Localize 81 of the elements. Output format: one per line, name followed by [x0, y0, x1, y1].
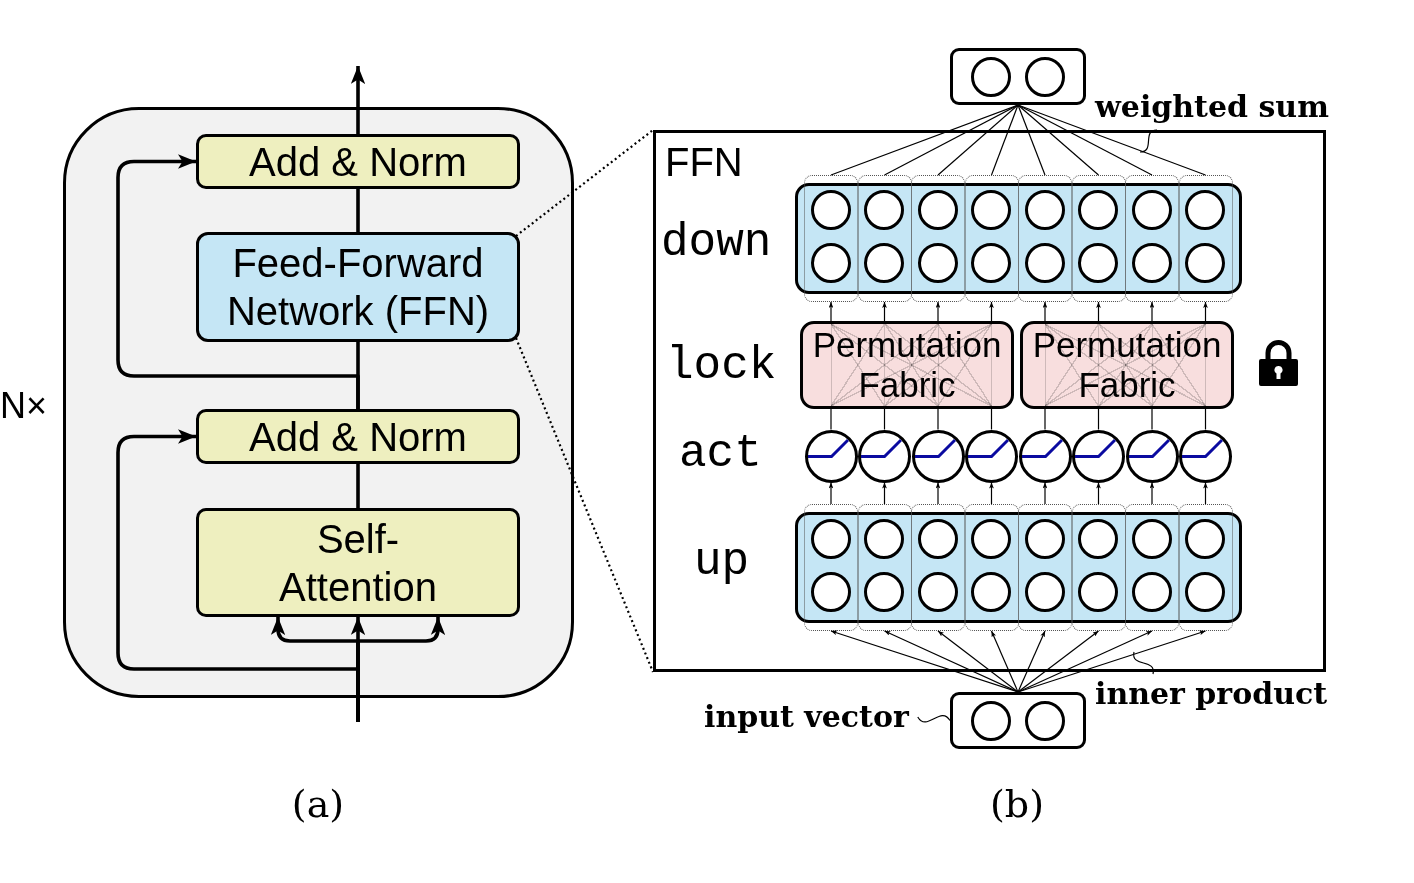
connector-line — [830, 408, 832, 431]
connector-line — [1017, 104, 1153, 176]
block-label: Add & Norm — [249, 413, 467, 461]
layer-name-label: down — [661, 216, 772, 270]
arrow — [882, 481, 887, 505]
arrow — [937, 630, 1019, 693]
sublayer-block — [196, 508, 520, 617]
activation-circle — [1179, 429, 1232, 483]
connector-line — [1017, 104, 1046, 176]
layer-name-label: lock — [666, 339, 777, 393]
connector-line — [937, 408, 939, 431]
arrow — [350, 66, 366, 134]
annotation-text: input vector — [704, 696, 909, 738]
vector-box — [950, 692, 1086, 749]
arrow — [1042, 481, 1048, 505]
arrow — [1017, 630, 1207, 693]
arrow — [1017, 630, 1153, 693]
arrow — [989, 301, 994, 322]
connector-line — [356, 189, 360, 232]
zoom-guide-line — [515, 129, 654, 237]
sublayer-block — [196, 134, 520, 189]
annotation-text: inner product — [1095, 673, 1328, 715]
connector-line — [1017, 104, 1207, 176]
arrow — [1017, 630, 1100, 693]
zoom-guide-line — [515, 337, 654, 673]
activation-circle — [1072, 429, 1125, 483]
connector-line — [990, 408, 993, 431]
arrow — [882, 301, 887, 322]
sublayer-block — [196, 409, 520, 464]
arrow — [1096, 481, 1101, 505]
subfigure-caption: (b) — [989, 781, 1045, 828]
connector-line — [883, 408, 886, 431]
repeat-count-label: N× — [0, 384, 48, 428]
annotation-text: weighted sum — [1095, 86, 1329, 128]
arrow — [935, 301, 941, 322]
connector-line — [990, 104, 1019, 176]
arrow — [1042, 301, 1048, 322]
leader-line — [1139, 129, 1158, 153]
connector-line — [937, 104, 1019, 176]
connector-line — [1204, 408, 1207, 431]
layer-name-label: up — [694, 535, 750, 589]
block-label: Feed-Forward Network (FFN) — [225, 240, 491, 335]
arrow — [1017, 630, 1046, 693]
connector-line — [830, 104, 1019, 176]
permutation-fabric-block — [1020, 321, 1234, 409]
fabric-label: Permutation Fabric — [1031, 325, 1223, 405]
arrow — [935, 481, 941, 505]
activation-circle — [911, 429, 965, 483]
activation-circle — [965, 429, 1018, 483]
activation-circle — [858, 429, 911, 483]
ffn-panel — [653, 130, 1326, 672]
layer-name-label: act — [679, 427, 762, 481]
permutation-fabric-block — [800, 321, 1014, 409]
vector-box — [950, 48, 1086, 105]
arrow — [1096, 301, 1101, 322]
arrow — [1203, 481, 1208, 505]
connector-line — [356, 464, 360, 508]
leader-line — [917, 714, 951, 723]
ffn-block — [196, 232, 520, 342]
leader-line — [1133, 651, 1154, 675]
arrow — [1149, 481, 1155, 505]
arrow — [828, 301, 834, 322]
connector-line — [1151, 408, 1153, 431]
subfigure-caption: (a) — [290, 781, 346, 828]
arrow — [1149, 301, 1155, 322]
connector-line — [1044, 408, 1046, 431]
fabric-label: Permutation Fabric — [811, 325, 1003, 405]
block-label: Self- Attention — [278, 515, 438, 611]
block-label: Add & Norm — [249, 138, 467, 186]
connector-line — [1017, 104, 1100, 176]
arrow — [828, 481, 834, 505]
layer-stack-panel — [63, 107, 574, 698]
arrow — [990, 630, 1019, 693]
activation-circle — [1018, 429, 1072, 483]
arrow — [116, 154, 360, 409]
panel-title: FFN — [665, 142, 743, 182]
activation-circle — [1125, 429, 1179, 483]
arrow — [883, 630, 1019, 693]
connector-line — [1097, 408, 1100, 431]
arrow — [989, 481, 994, 505]
arrow — [1203, 301, 1208, 322]
